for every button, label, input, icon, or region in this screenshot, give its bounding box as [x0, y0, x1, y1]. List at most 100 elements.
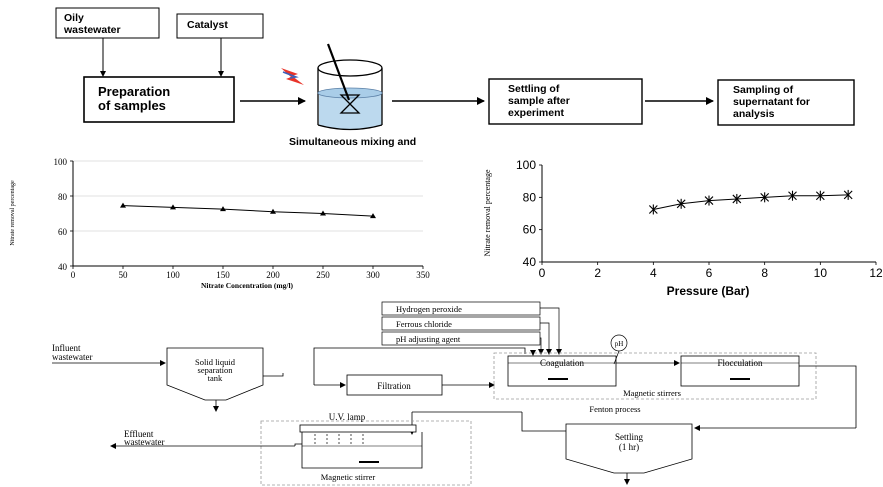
x-tick-label: 0 [539, 266, 546, 280]
effluent-label-1: Effluent [124, 429, 154, 439]
left-chart-xlabel: Nitrate Concentration (mg/l) [201, 281, 294, 290]
preparation-label-2: of samples [98, 98, 166, 113]
coagulation-label: Coagulation [540, 358, 584, 368]
uv-tank [301, 432, 423, 469]
right-chart-ylabel: Nitrate removal percentage [483, 169, 492, 257]
line-tank-out [263, 373, 284, 377]
right-chart-series [648, 189, 853, 215]
influent-label-2: wastewater [52, 352, 92, 362]
y-tick-label: 40 [58, 262, 68, 272]
x-tick-label: 350 [416, 270, 430, 280]
catalyst-label: Catalyst [187, 19, 228, 31]
data-point [170, 204, 176, 210]
data-point [676, 198, 686, 209]
flocculation-stirbar-icon [730, 378, 750, 380]
y-tick-label: 100 [54, 157, 68, 167]
separation-label-3: tank [208, 373, 223, 383]
settling-tank-label-2: (1 hr) [619, 442, 639, 452]
filtration-label: Filtration [377, 381, 411, 391]
hydrogen-peroxide-label: Hydrogen peroxide [396, 304, 462, 314]
fenton-enclosure [493, 352, 817, 400]
x-tick-label: 300 [366, 270, 380, 280]
line-fecl [540, 322, 552, 355]
x-tick-label: 50 [119, 270, 129, 280]
data-point [270, 208, 276, 214]
line-ph-agent [538, 337, 544, 355]
y-tick-label: 80 [58, 192, 68, 202]
data-point [220, 206, 226, 212]
data-point [320, 210, 326, 216]
separation-tank [166, 347, 264, 401]
top-flow-diagram: Oily wastewater Catalyst Preparation of … [55, 7, 855, 148]
settling-label-3: experiment [508, 107, 565, 119]
x-tick-label: 8 [761, 266, 768, 280]
line-floc-out [799, 365, 857, 428]
hydrogen-peroxide-box [381, 301, 541, 316]
data-point [732, 193, 742, 204]
line-to-coagulation [313, 347, 526, 385]
beaker-caption: Simultaneous mixing and [289, 136, 416, 148]
left-chart-series [120, 202, 376, 219]
uv-enclosure [260, 420, 472, 486]
sampling-label-3: analysis [733, 108, 775, 120]
line-uv-out [294, 443, 302, 446]
oily-wastewater-box [55, 7, 160, 39]
ferrous-chloride-label: Ferrous chloride [396, 319, 452, 329]
data-point [815, 190, 825, 201]
influent-label-1: Influent [52, 343, 81, 353]
flocculation-label: Flocculation [718, 358, 763, 368]
y-tick-label: 100 [516, 158, 536, 172]
x-tick-label: 0 [71, 270, 76, 280]
fenton-label: Fenton process [589, 404, 640, 414]
oily-wastewater-label-2: wastewater [63, 24, 121, 36]
line-settling-to-uv [521, 412, 566, 432]
oily-wastewater-label-1: Oily [64, 12, 84, 24]
magnetic-stirrer-label: Magnetic stirrer [321, 472, 376, 482]
x-tick-label: 10 [814, 266, 828, 280]
separation-label-1: Solid liquid [195, 357, 236, 367]
left-chart-ylabel: Nitrate removal percentage [10, 180, 16, 246]
sampling-label-2: supernatant for [733, 96, 810, 108]
y-tick-label: 80 [523, 190, 537, 204]
data-point [370, 213, 376, 219]
effluent-label-2: wastewater [124, 437, 164, 447]
data-point [843, 189, 853, 200]
settling-label-1: Settling of [508, 83, 560, 95]
lightning-bolt-icon [281, 68, 304, 85]
sampling-box [717, 79, 855, 126]
settling-tank-label-1: Settling [615, 432, 644, 442]
right-chart-xlabel: Pressure (Bar) [667, 284, 750, 298]
data-point [120, 202, 126, 208]
series-line [653, 194, 849, 210]
data-point [648, 204, 658, 215]
flocculation-tank [680, 355, 800, 387]
left-chart-y-ticks: 40 60 80 100 [54, 157, 73, 272]
uv-lamp-label: U.V. lamp [329, 412, 366, 422]
y-tick-label: 40 [523, 255, 537, 269]
separation-label-2: separation [198, 365, 234, 375]
y-tick-label: 60 [58, 227, 68, 237]
ph-agent-label: pH adjusting agent [396, 334, 461, 344]
coagulation-stirbar-icon [548, 378, 568, 380]
data-point [760, 192, 770, 203]
preparation-label-1: Preparation [98, 84, 170, 99]
x-tick-label: 6 [706, 266, 713, 280]
catalyst-box [176, 13, 264, 39]
settling-label-2: sample after [508, 95, 570, 107]
settling-tank [565, 423, 693, 474]
data-point [704, 195, 714, 206]
y-tick-label: 60 [523, 223, 537, 237]
uv-rays-icon [314, 434, 364, 446]
x-tick-label: 150 [216, 270, 230, 280]
x-tick-label: 12 [869, 266, 883, 280]
ph-probe-line [613, 350, 620, 365]
ph-agent-box [381, 331, 541, 346]
x-tick-label: 250 [316, 270, 330, 280]
line-h2o2 [540, 307, 562, 355]
sampling-label-1: Sampling of [733, 84, 794, 96]
right-chart-y-ticks: 40 60 80 100 [516, 158, 542, 269]
